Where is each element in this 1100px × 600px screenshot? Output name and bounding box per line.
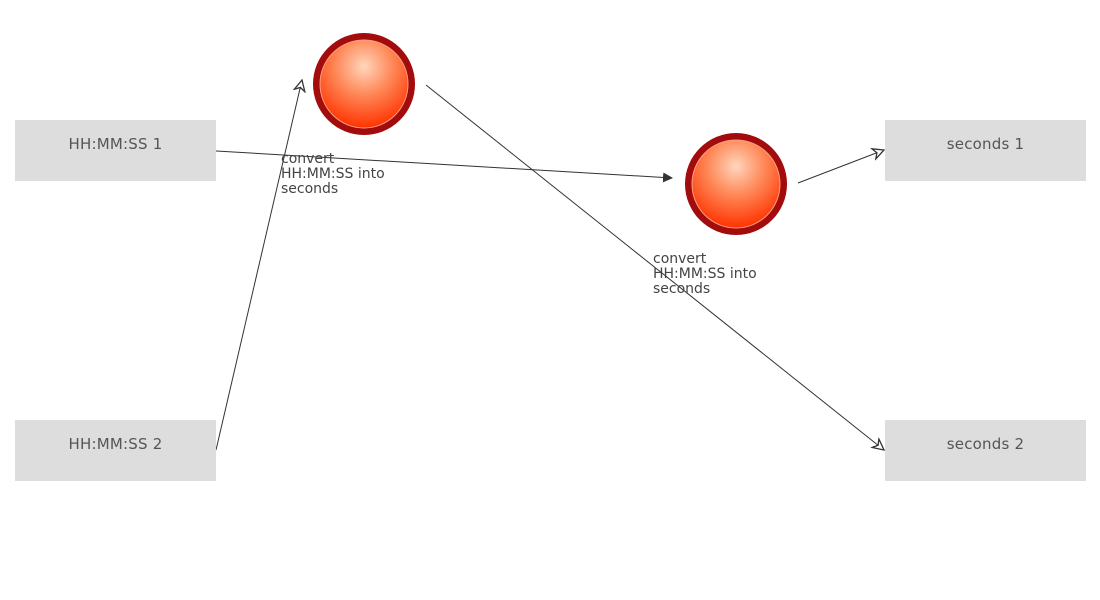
process-node-1-label: convert HH:MM:SS into seconds [281, 152, 421, 197]
input-box-1[interactable]: HH:MM:SS 1 [15, 120, 216, 181]
process-node-2-label-line: convert [653, 251, 707, 267]
process-node-1[interactable] [313, 33, 415, 135]
input-box-2-label: HH:MM:SS 2 [68, 435, 163, 453]
process-node-2-label: convert HH:MM:SS into seconds [653, 252, 793, 297]
process-node-1-label-line: seconds [281, 181, 339, 197]
process-node-1-label-line: HH:MM:SS into [281, 166, 385, 182]
process-node-2-label-line: seconds [653, 281, 711, 297]
edge-process2-to-output1[interactable] [797, 150, 884, 184]
process-node-2-label-line: HH:MM:SS into [653, 266, 757, 282]
output-box-2[interactable]: seconds 2 [885, 420, 1086, 481]
edge-input2-to-process1[interactable] [215, 80, 302, 451]
process-node-1-label-line: convert [281, 151, 335, 167]
input-box-2[interactable]: HH:MM:SS 2 [15, 420, 216, 481]
input-box-1-label: HH:MM:SS 1 [68, 135, 163, 153]
edge-input1-to-process2[interactable] [215, 150, 673, 183]
process-node-2[interactable] [685, 133, 787, 235]
edge-process1-to-output2[interactable] [425, 84, 884, 450]
output-box-1-label: seconds 1 [946, 135, 1025, 153]
output-box-2-label: seconds 2 [946, 435, 1025, 453]
output-box-1[interactable]: seconds 1 [885, 120, 1086, 181]
